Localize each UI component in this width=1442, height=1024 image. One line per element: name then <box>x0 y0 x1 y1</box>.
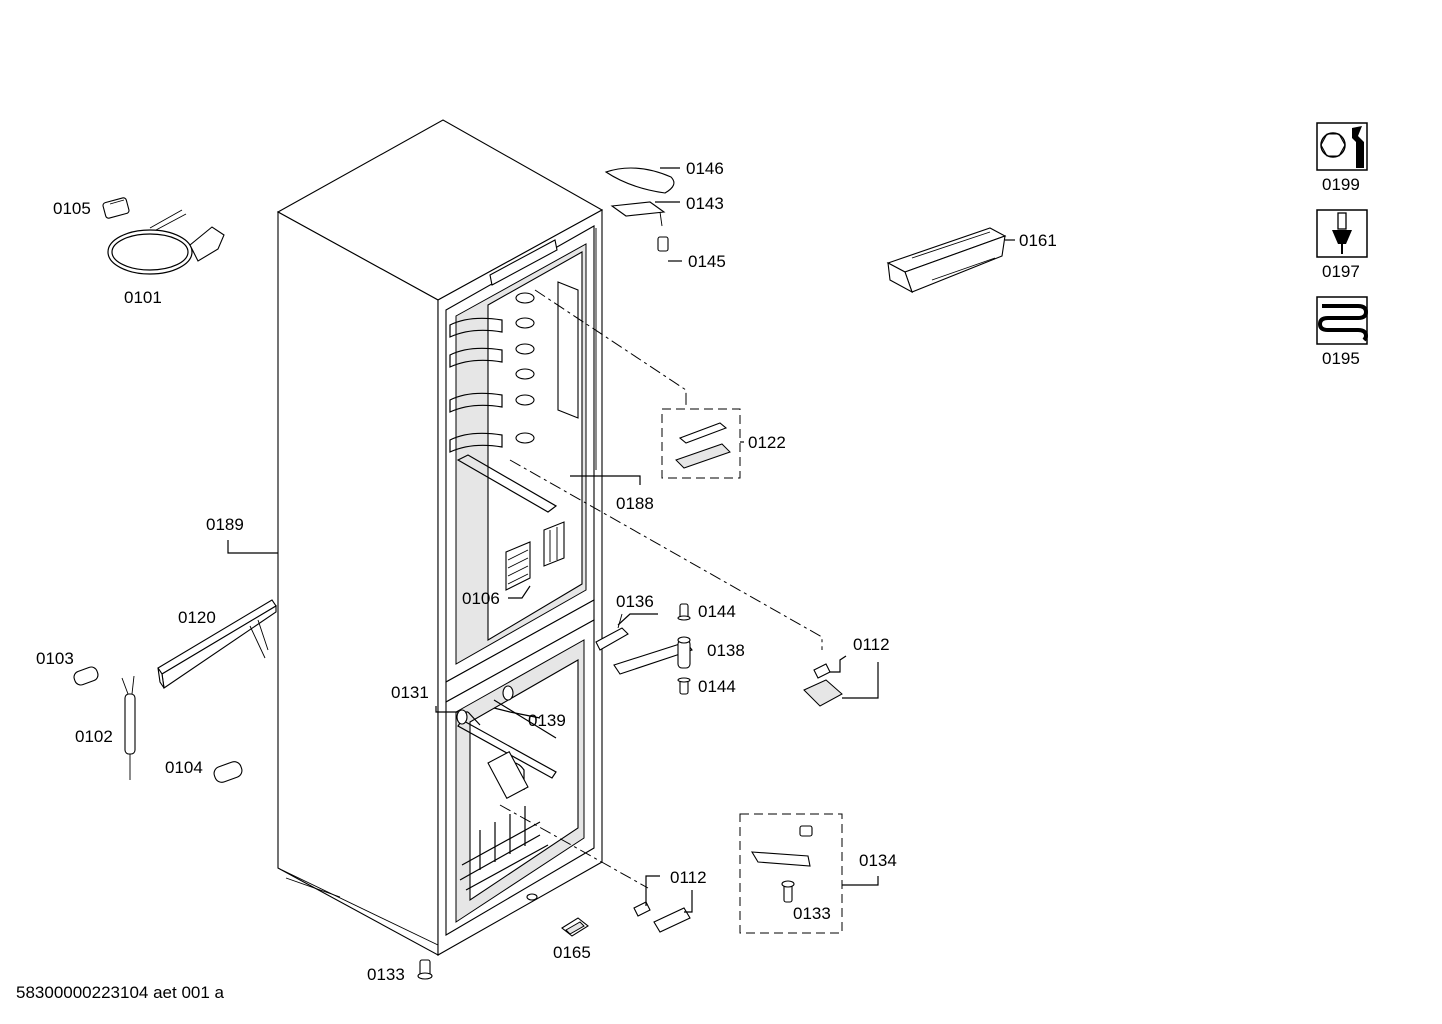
label-0112-upper[interactable]: 0112 <box>853 635 890 654</box>
label-0102[interactable]: 0102 <box>75 727 113 746</box>
label-0103[interactable]: 0103 <box>36 649 74 668</box>
label-0104[interactable]: 0104 <box>165 758 203 777</box>
label-0133-foot[interactable]: 0133 <box>367 965 405 984</box>
air-vent-0106 <box>505 541 531 591</box>
part-0161-control-panel <box>886 227 1007 294</box>
legend-label-0199[interactable]: 0199 <box>1322 175 1360 194</box>
part-0146-cover <box>604 167 675 194</box>
label-0146[interactable]: 0146 <box>686 159 724 178</box>
part-0144-screw-top <box>677 603 691 621</box>
label-0165[interactable]: 0165 <box>553 943 591 962</box>
part-0101-power-cable <box>107 209 225 275</box>
label-0161[interactable]: 0161 <box>1019 231 1057 250</box>
label-0105[interactable]: 0105 <box>53 199 91 218</box>
label-0131[interactable]: 0131 <box>391 683 429 702</box>
label-0143[interactable]: 0143 <box>686 194 724 213</box>
label-0188[interactable]: 0188 <box>616 494 654 513</box>
label-0145[interactable]: 0145 <box>688 252 726 271</box>
part-0112-upper-holder <box>803 663 843 707</box>
part-labels: 0146 0143 0145 0161 0105 0101 0122 0188 … <box>16 159 1360 1002</box>
part-0144-screw-bottom <box>677 677 691 695</box>
part-0105-plug-block <box>102 197 130 219</box>
part-0112-lower-holder <box>633 901 691 933</box>
label-0189[interactable]: 0189 <box>206 515 244 534</box>
part-group-box-0122 <box>661 408 741 479</box>
part-0120-bottom-rail <box>157 599 277 689</box>
part-0102-sensor <box>121 675 136 780</box>
label-0120[interactable]: 0120 <box>178 608 216 627</box>
part-group-box-0134 <box>739 813 843 934</box>
legend-label-0197[interactable]: 0197 <box>1322 262 1360 281</box>
legend-heating <box>1316 296 1369 345</box>
cabinet-side <box>277 211 439 956</box>
part-0165-foot-clip <box>561 917 589 937</box>
legend-service-kit <box>1316 122 1368 171</box>
part-0133-foot-screw <box>417 959 433 980</box>
legend-label-0195[interactable]: 0195 <box>1322 349 1360 368</box>
drawing-id: 58300000223104 aet 001 a <box>16 983 225 1002</box>
label-0144-top[interactable]: 0144 <box>698 602 736 621</box>
label-0139[interactable]: 0139 <box>528 711 566 730</box>
label-0122[interactable]: 0122 <box>748 433 786 452</box>
part-0143-bracket <box>610 201 666 227</box>
part-0103-cap <box>73 666 99 686</box>
legend-accessory <box>1316 209 1368 258</box>
part-0145-screw <box>657 236 669 252</box>
part-0104-cap <box>213 761 243 783</box>
label-0138[interactable]: 0138 <box>707 641 745 660</box>
label-0144-bottom[interactable]: 0144 <box>698 677 736 696</box>
label-0134[interactable]: 0134 <box>859 851 897 870</box>
part-0136-hinge-clip <box>595 613 629 651</box>
label-0136[interactable]: 0136 <box>616 592 654 611</box>
part-0138-hinge <box>613 636 693 675</box>
label-0106[interactable]: 0106 <box>462 589 500 608</box>
label-0101[interactable]: 0101 <box>124 288 162 307</box>
part-0134-hinge-kit <box>750 825 813 903</box>
label-0133-box[interactable]: 0133 <box>793 904 831 923</box>
label-0112-lower[interactable]: 0112 <box>670 868 707 887</box>
fridge-cabinet <box>276 119 604 956</box>
lamp-holder-0122 <box>675 422 731 469</box>
